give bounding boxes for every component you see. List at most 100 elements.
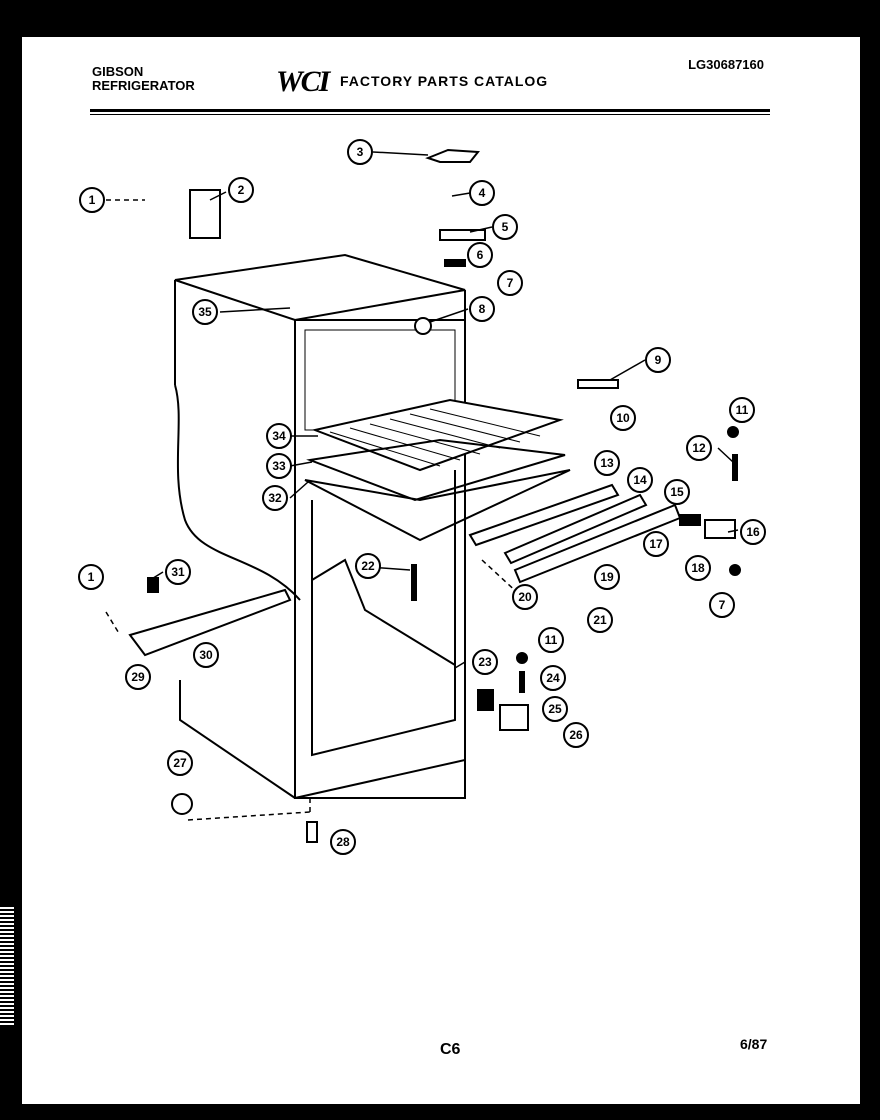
callout-circle <box>347 139 373 165</box>
catalog-title: FACTORY PARTS CATALOG <box>340 73 549 89</box>
callout-circle <box>165 559 191 585</box>
callout-2: 2 <box>228 177 254 203</box>
callout-circle <box>469 180 495 206</box>
callout-circle <box>266 453 292 479</box>
catalog-id: LG30687160 <box>688 57 764 72</box>
callout-19: 19 <box>594 564 620 590</box>
callout-25: 25 <box>542 696 568 722</box>
callout-number: 34 <box>272 429 286 443</box>
callout-circle <box>610 405 636 431</box>
callout-circle <box>512 584 538 610</box>
callout-circle <box>627 467 653 493</box>
callout-number: 10 <box>616 411 630 425</box>
callout-number: 11 <box>736 403 749 417</box>
callout-11: 11 <box>729 397 755 423</box>
callout-circle <box>228 177 254 203</box>
brand-block: GIBSON REFRIGERATOR <box>92 65 195 93</box>
callout-number: 22 <box>361 559 375 573</box>
callout-circle <box>685 555 711 581</box>
callout-30: 30 <box>193 642 219 668</box>
callout-12: 12 <box>686 435 712 461</box>
cabinet-outline <box>174 253 466 799</box>
callout-13: 13 <box>594 450 620 476</box>
callout-leaders <box>149 151 739 669</box>
callout-number: 12 <box>692 441 706 455</box>
callout-labels: 1234567891011121314151617181920212223242… <box>78 139 766 855</box>
callout-number: 18 <box>691 561 705 575</box>
callout-circle <box>193 642 219 668</box>
callout-29: 29 <box>125 664 151 690</box>
callout-circle <box>540 665 566 691</box>
callout-number: 21 <box>593 613 607 627</box>
callout-circle <box>740 519 766 545</box>
callout-circle <box>709 592 735 618</box>
callout-33: 33 <box>266 453 292 479</box>
callout-circle <box>664 479 690 505</box>
callout-27: 27 <box>167 750 193 776</box>
callout-circle <box>266 423 292 449</box>
callout-number: 24 <box>546 671 560 685</box>
callout-15: 15 <box>664 479 690 505</box>
callout-24: 24 <box>540 665 566 691</box>
callout-14: 14 <box>627 467 653 493</box>
callout-28: 28 <box>330 829 356 855</box>
callout-21: 21 <box>587 607 613 633</box>
callout-17: 17 <box>643 531 669 557</box>
callout-circle <box>167 750 193 776</box>
callout-number: 8 <box>479 302 486 316</box>
callout-circle <box>262 485 288 511</box>
callout-number: 20 <box>518 590 532 604</box>
callout-number: 7 <box>507 276 514 290</box>
callout-11: 11 <box>538 627 564 653</box>
callout-22: 22 <box>355 553 381 579</box>
callout-3: 3 <box>347 139 373 165</box>
callout-20: 20 <box>512 584 538 610</box>
wci-logo: WCI <box>276 65 330 98</box>
callout-number: 17 <box>649 537 663 551</box>
print-date: 6/87 <box>740 1036 768 1052</box>
callout-number: 35 <box>198 305 212 319</box>
callout-number: 16 <box>746 525 760 539</box>
callout-1: 1 <box>79 187 105 213</box>
scan-edge-marks <box>0 905 14 1025</box>
callout-circle <box>467 242 493 268</box>
callout-circle <box>587 607 613 633</box>
brand-line-2: REFRIGERATOR <box>92 78 195 93</box>
callout-31: 31 <box>165 559 191 585</box>
callout-circle <box>469 296 495 322</box>
callout-number: 23 <box>478 655 492 669</box>
callout-6: 6 <box>467 242 493 268</box>
page-code: C6 <box>440 1041 461 1058</box>
callout-18: 18 <box>685 555 711 581</box>
callout-circle <box>472 649 498 675</box>
callout-circle <box>79 187 105 213</box>
callout-number: 25 <box>548 702 562 716</box>
callout-number: 1 <box>88 570 95 584</box>
brand-line-1: GIBSON <box>92 64 144 79</box>
callout-circle <box>686 435 712 461</box>
callout-5: 5 <box>492 214 518 240</box>
leader-lines <box>105 199 521 821</box>
callout-number: 2 <box>238 183 245 197</box>
callout-number: 19 <box>600 570 614 584</box>
callout-35: 35 <box>192 299 218 325</box>
callout-circle <box>125 664 151 690</box>
callout-4: 4 <box>469 180 495 206</box>
callout-circle <box>645 347 671 373</box>
callout-number: 31 <box>171 565 185 579</box>
callout-number: 27 <box>173 756 187 770</box>
callout-number: 11 <box>545 633 558 647</box>
callout-circle <box>355 553 381 579</box>
callout-circle <box>497 270 523 296</box>
callout-number: 33 <box>272 459 286 473</box>
callout-circle <box>643 531 669 557</box>
callout-number: 6 <box>477 248 484 262</box>
callout-number: 4 <box>479 186 486 200</box>
callout-9: 9 <box>645 347 671 373</box>
callout-circle <box>594 564 620 590</box>
callout-number: 5 <box>502 220 509 234</box>
header-rule-thin <box>90 114 770 115</box>
callout-16: 16 <box>740 519 766 545</box>
small-parts <box>128 148 741 843</box>
callout-number: 3 <box>357 145 364 159</box>
